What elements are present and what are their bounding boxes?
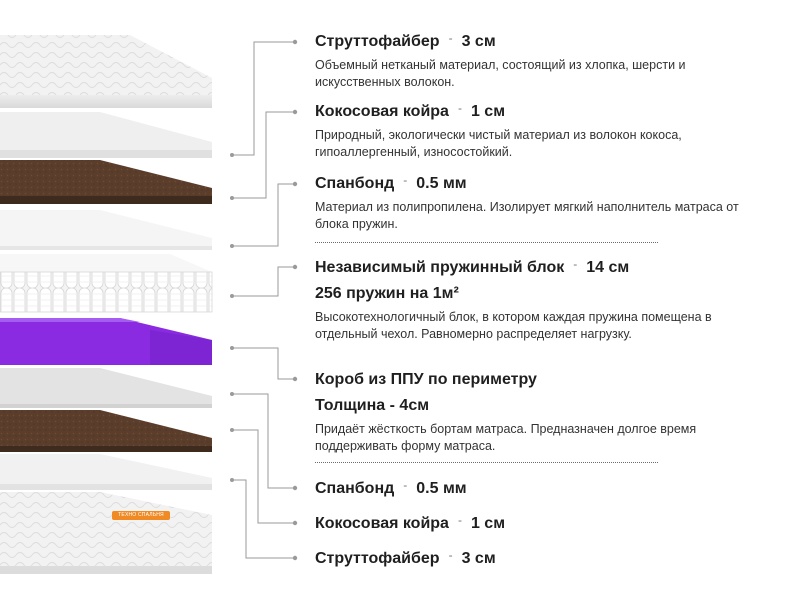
leader-dot-6b	[292, 485, 298, 491]
layer-title: Кокосовая койра-1 см	[315, 513, 755, 534]
leader-line-1	[232, 41, 293, 156]
layer-info-struttofiber-bottom: Струттофайбер-3 см	[315, 548, 755, 569]
layer-thickness: 0.5 мм	[416, 480, 467, 497]
separator-dash: -	[573, 257, 578, 271]
layer-name: Спанбонд	[315, 175, 395, 192]
layer-thickness: 0.5 мм	[416, 175, 467, 192]
layer-title: Струттофайбер-3 см	[315, 31, 755, 52]
layer-name: Кокосовая койра	[315, 103, 449, 120]
separator-dash: -	[448, 31, 453, 45]
separator-dash: -	[448, 548, 453, 562]
leader-dot-4b	[292, 264, 298, 270]
leader-line-8	[232, 479, 293, 559]
leader-dot-5b	[292, 376, 298, 382]
layer-title: Спанбонд-0.5 мм	[315, 478, 755, 499]
leader-dot-1b	[292, 39, 298, 45]
leader-dot-7b	[292, 520, 298, 526]
leader-line-4	[232, 266, 293, 297]
leader-dot-4a	[230, 294, 234, 298]
leader-line-6	[232, 393, 293, 489]
separator-dash: -	[403, 478, 408, 492]
leader-dot-2b	[292, 109, 298, 115]
layer-title: Независимый пружинный блок-14 см	[315, 257, 755, 278]
leader-dot-6a	[230, 392, 234, 396]
layer-bottom-coconut-coir	[0, 410, 212, 452]
layer-name: Независимый пружинный блок	[315, 259, 565, 276]
leader-dot-2a	[230, 196, 234, 200]
leader-line-7	[232, 429, 293, 524]
leader-dot-1a	[230, 153, 234, 157]
layer-description: Материал из полипропилена. Изолирует мяг…	[315, 200, 739, 231]
layer-bottom-cover	[0, 454, 212, 490]
layer-thickness: 3 см	[461, 550, 496, 567]
layer-subtitle: 256 пружин на 1м²	[315, 285, 459, 302]
layer-info-spunbond-bottom: Спанбонд-0.5 мм	[315, 478, 755, 499]
layer-title: Кокосовая койра-1 см	[315, 101, 755, 122]
layer-description: Придаёт жёсткость бортам матраса. Предна…	[315, 422, 697, 453]
separator-dash: -	[403, 173, 408, 187]
layer-top-spunbond	[0, 210, 212, 250]
layer-top-coconut-coir	[0, 160, 212, 204]
layer-description: Объемный нетканый материал, состоящий из…	[315, 58, 686, 89]
layer-info-spring-block: Независимый пружинный блок-14 см 256 пру…	[315, 257, 755, 343]
leader-dot-5a	[230, 346, 234, 350]
dotted-divider-top	[315, 242, 658, 243]
leader-dot-7a	[230, 428, 234, 432]
leader-line-5	[232, 347, 293, 380]
separator-dash: -	[457, 513, 462, 527]
layer-top-struttofiber	[0, 35, 212, 108]
brand-logo-badge: ТЕХНО СПАЛЬНЯ	[112, 511, 170, 520]
layer-info-struttofiber-top: Струттофайбер-3 см Объемный нетканый мат…	[315, 31, 755, 91]
leader-dot-8a	[230, 478, 234, 482]
layer-spring-block	[0, 254, 213, 313]
leader-dot-3b	[292, 181, 298, 187]
layer-info-spunbond-top: Спанбонд-0.5 мм Материал из полипропилен…	[315, 173, 755, 233]
layer-thickness: 3 см	[461, 33, 496, 50]
layer-title: Струттофайбер-3 см	[315, 548, 755, 569]
layer-description: Высокотехнологичный блок, в котором кажд…	[315, 310, 712, 341]
layer-top-cover	[0, 112, 212, 158]
layer-name: Спанбонд	[315, 480, 395, 497]
layer-title: Короб из ППУ по периметру	[315, 371, 537, 388]
layer-info-coconut-bottom: Кокосовая койра-1 см	[315, 513, 755, 534]
separator-dash: -	[457, 101, 462, 115]
layer-bottom-spunbond	[0, 368, 212, 408]
layer-info-ppu-frame: Короб из ППУ по периметру Толщина - 4см …	[315, 370, 755, 455]
leader-line-3	[232, 183, 293, 247]
layer-name: Струттофайбер	[315, 33, 440, 50]
layer-name: Кокосовая койра	[315, 515, 449, 532]
leader-dot-8b	[292, 555, 298, 561]
layer-name: Струттофайбер	[315, 550, 440, 567]
layer-thickness: 1 см	[470, 515, 506, 532]
layer-title: Спанбонд-0.5 мм	[315, 173, 755, 194]
leader-line-2	[232, 111, 293, 199]
layer-subtitle: Толщина - 4см	[315, 397, 430, 414]
layer-info-coconut-top: Кокосовая койра-1 см Природный, экологич…	[315, 101, 755, 161]
dotted-divider-bottom	[315, 462, 658, 463]
layer-thickness: 1 см	[470, 103, 506, 120]
layer-description: Природный, экологически чистый материал …	[315, 128, 682, 159]
layer-thickness: 14 см	[586, 259, 630, 276]
leader-dot-3a	[230, 244, 234, 248]
layer-ppu-frame	[0, 318, 212, 365]
